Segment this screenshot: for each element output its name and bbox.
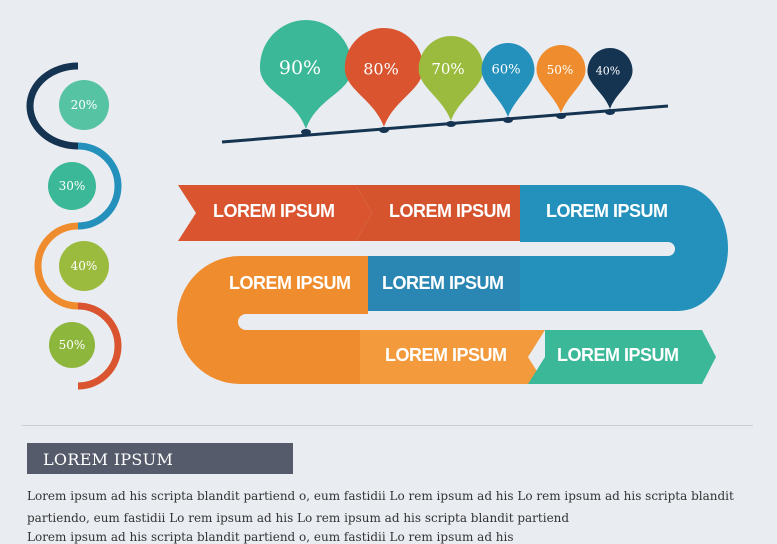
timeline-dot [556,113,566,119]
circle-label-40: 40% [70,259,98,273]
band-label-row1-3: LOREM IPSUM [546,201,668,221]
wave-arc-navy [26,62,79,150]
circle-marker-20 [59,80,109,130]
wave-arc-blue [77,142,122,230]
circle-label-30: 30% [58,179,86,193]
circle-marker-50 [49,322,95,368]
drop-label-90: 90% [278,57,322,79]
band-row1-red-mid [356,185,520,241]
drop-marker-60 [481,42,535,117]
timeline-dot [605,109,615,115]
band-label-row3-1: LOREM IPSUM [385,345,507,365]
drop-label-40: 40% [595,64,621,78]
drops-timeline-line [221,104,669,144]
timeline-dot [379,127,389,133]
band-row1-red-left [178,185,372,241]
drop-label-50: 50% [546,63,574,77]
section-divider [22,425,753,426]
body-text-line-2: partiendo, eum fastidii Lo rem ipsum ad … [27,511,570,525]
band-label-row3-2: LOREM IPSUM [557,345,679,365]
band-uturn-orange [177,256,368,384]
drop-label-60: 60% [491,62,521,78]
wave-arc-red [77,302,122,390]
timeline-dot [301,129,311,135]
wave-arc-orange [34,222,79,310]
timeline-dot [503,117,513,123]
drop-label-70: 70% [431,60,465,78]
section-header-bar: LOREM IPSUM [27,443,293,474]
band-row3-orange [360,330,545,384]
drop-marker-50 [536,45,586,113]
band-label-row1-2: LOREM IPSUM [389,201,511,221]
drop-marker-90 [259,20,353,129]
band-label-row1-1: LOREM IPSUM [213,201,335,221]
drop-label-80: 80% [363,59,399,79]
band-label-row2-1: LOREM IPSUM [229,273,351,293]
band-row3-teal-arrow [528,330,716,384]
timeline-dot [446,121,456,127]
circle-marker-30 [48,162,96,210]
band-label-row2-2: LOREM IPSUM [382,273,504,293]
circle-marker-40 [59,241,109,291]
drop-marker-70 [418,36,484,122]
body-text-line-1: Lorem ipsum ad his scripta blandit parti… [27,489,734,503]
band-row2-blue-mid [368,256,520,311]
body-text-line-3: Lorem ipsum ad his scripta blandit parti… [27,530,514,544]
circle-label-20: 20% [70,98,98,112]
circle-label-50: 50% [58,338,86,352]
drop-marker-40 [587,48,633,109]
section-heading: LOREM IPSUM [43,450,174,469]
drop-marker-80 [344,27,424,127]
